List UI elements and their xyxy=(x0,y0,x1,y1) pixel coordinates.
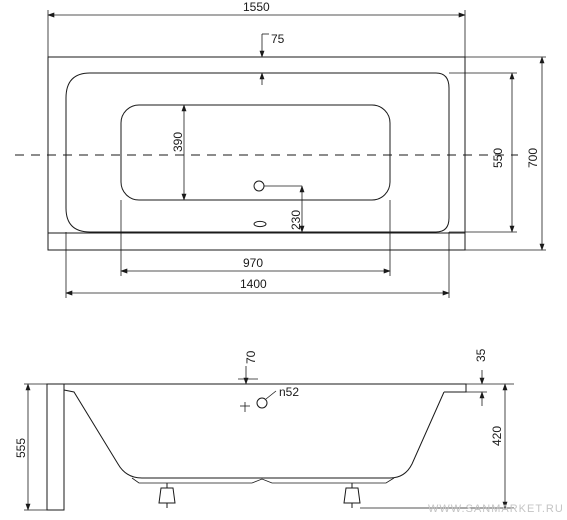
tub-body xyxy=(63,389,445,479)
overflow-hole-side-icon xyxy=(256,397,268,409)
dim-overall-width: 700 xyxy=(526,148,540,168)
tub-inner-contour xyxy=(65,72,450,233)
tub-basin xyxy=(120,104,391,201)
left-leg-icon xyxy=(158,483,176,508)
watermark: WWW.SANMARKET.RU xyxy=(428,503,564,515)
dim-inner-length: 1400 xyxy=(240,277,267,291)
dim-drain-offset: 230 xyxy=(289,210,303,230)
dim-overflow-diameter: n52 xyxy=(279,385,299,399)
right-rim-block xyxy=(444,383,467,393)
right-leg-icon xyxy=(343,483,361,508)
dim-rim-thickness: 35 xyxy=(474,348,488,362)
top-view: 1550 75 550 700 390 230 970 1400 xyxy=(15,0,546,298)
tub-outer-rim xyxy=(47,56,466,251)
dim-inner-width: 550 xyxy=(491,148,505,168)
dim-basin-length: 970 xyxy=(243,256,263,270)
support-frame xyxy=(131,477,395,484)
dim-front-height: 555 xyxy=(14,438,28,458)
dim-overflow-height: 70 xyxy=(244,350,258,364)
dim-basin-width: 390 xyxy=(171,132,185,152)
dim-overall-length: 1550 xyxy=(243,0,270,14)
dim-overflow-offset: 75 xyxy=(271,32,285,46)
dim-rim-height: 420 xyxy=(490,426,504,446)
overflow-hole-icon xyxy=(253,180,265,192)
front-panel xyxy=(46,383,65,511)
side-view: n52 70 35 420 555 xyxy=(14,348,514,511)
drain-icon xyxy=(253,220,267,228)
